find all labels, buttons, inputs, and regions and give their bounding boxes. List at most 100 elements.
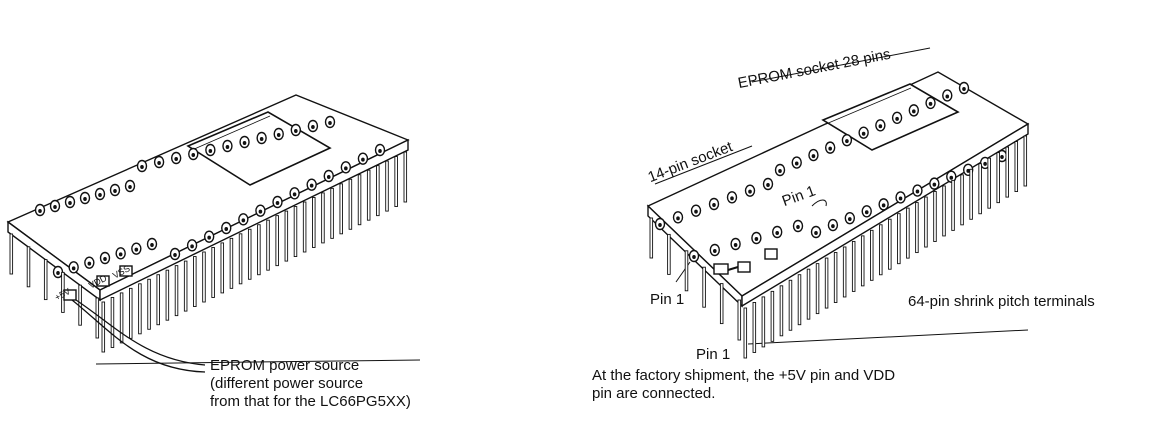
terminal-leg <box>860 235 865 287</box>
terminal-leg <box>906 207 910 259</box>
terminal-leg <box>284 210 289 262</box>
power-source-note-line2: (different power source <box>210 375 364 392</box>
socket-pin-hole <box>326 175 331 179</box>
power-source-note-line1: EPROM power source <box>210 357 360 374</box>
socket-pin-hole <box>778 169 782 173</box>
socket-pin-hole <box>845 139 849 144</box>
terminal-leg <box>129 287 133 339</box>
terminal-leg <box>702 266 706 308</box>
socket-pin-hole <box>754 237 759 241</box>
terminal-leg <box>879 224 883 276</box>
socket-pin-hole <box>730 196 734 201</box>
terminal-leg <box>403 151 408 203</box>
terminal-leg <box>385 160 389 212</box>
socket-pin-hole <box>864 210 869 215</box>
terminal-leg <box>797 274 802 326</box>
terminal-leg <box>156 274 160 326</box>
terminal-leg <box>806 268 811 320</box>
socket-pin-hole <box>128 185 132 189</box>
socket-pin-hole <box>713 249 717 253</box>
socket-pin-hole <box>208 149 213 153</box>
terminal-leg <box>348 178 353 230</box>
terminal-leg <box>684 250 689 292</box>
right-socket-pin-row-lower <box>688 149 1008 263</box>
socket-pin-hole <box>242 141 247 145</box>
terminal-leg <box>737 299 742 341</box>
socket-pin-hole <box>190 244 194 249</box>
socket-pin-hole <box>174 157 178 161</box>
terminal-leg <box>788 279 793 331</box>
socket-pin-hole <box>861 131 866 136</box>
terminal-leg <box>110 297 115 348</box>
terminal-leg <box>293 206 298 257</box>
terminal-leg <box>752 302 757 353</box>
socket-pin-hole <box>895 116 899 121</box>
power-source-note-line3: from that for the LC66PG5XX) <box>210 393 411 410</box>
right-socket-pin-row-upper <box>654 81 970 231</box>
terminal-leg <box>394 156 398 207</box>
socket-pin-hole <box>915 189 920 194</box>
socket-pin-hole <box>83 197 87 201</box>
terminal-leg <box>220 242 225 294</box>
socket-pin-hole <box>292 192 297 197</box>
terminal-leg <box>330 187 334 239</box>
power-cable <box>71 299 206 373</box>
socket-pin-hole <box>881 203 886 208</box>
left-pads <box>63 265 133 301</box>
terminal-leg <box>183 260 188 312</box>
socket-pin-hole <box>983 161 987 166</box>
terminal-leg <box>339 183 343 235</box>
socket-pin-hole <box>361 157 365 162</box>
socket-pin-hole <box>118 252 123 257</box>
socket-pin-hole <box>276 133 281 137</box>
factory-note-line1: At the factory shipment, the +5V pin and… <box>592 367 896 384</box>
pad-vdd <box>96 275 110 287</box>
socket-pin-hole <box>898 196 903 201</box>
socket-pin-hole <box>733 243 738 247</box>
socket-pin-hole <box>878 124 883 129</box>
socket-pin-hole <box>113 189 117 193</box>
terminal-leg <box>719 283 724 325</box>
terminal-leg <box>1023 135 1028 187</box>
socket-pin-hole <box>275 201 280 205</box>
socket-pin-hole <box>328 121 332 125</box>
socket-pin-hole <box>311 125 315 129</box>
left-socket-pin-row-lower <box>52 143 386 279</box>
terminal-leg <box>26 246 31 288</box>
terminal-leg <box>95 297 100 339</box>
socket-pin-hole <box>38 209 42 213</box>
terminal-leg <box>202 251 206 303</box>
left-adapter-board <box>6 94 421 365</box>
terminal-leg <box>174 265 179 317</box>
terminal-leg <box>833 252 838 303</box>
terminal-leg <box>211 247 215 298</box>
terminal-leg <box>842 246 847 298</box>
socket-pin-hole <box>794 161 799 166</box>
terminal-leg <box>960 174 964 226</box>
socket-pin-hole <box>344 166 348 171</box>
socket-pin-hole <box>71 266 76 271</box>
terminal-leg <box>238 233 243 285</box>
socket-pin-hole <box>932 182 937 187</box>
socket-pin-hole <box>949 175 954 180</box>
terminal-leg <box>43 259 48 301</box>
terminal-leg <box>978 163 982 215</box>
terminal-leg <box>376 165 380 217</box>
terminal-leg <box>1005 146 1009 198</box>
terminal-leg <box>915 202 919 254</box>
socket-pin-hole <box>98 193 102 197</box>
socket-pin-hole <box>811 154 816 159</box>
factory-note-line2: pin are connected. <box>592 385 716 402</box>
right-adapter-board <box>646 47 1030 345</box>
socket-pin-hole <box>294 129 298 133</box>
socket-pin-hole <box>712 203 716 207</box>
socket-pin-hole <box>258 209 263 214</box>
socket-pin-hole <box>309 183 314 188</box>
terminal-leg <box>302 201 307 253</box>
terminals-label: 64-pin shrink pitch terminals <box>908 293 1095 310</box>
socket-pin-hole <box>134 247 139 252</box>
pin1-label-bottom: Pin 1 <box>696 346 731 363</box>
terminal-leg <box>266 219 270 271</box>
socket-pin-hole <box>962 87 966 91</box>
